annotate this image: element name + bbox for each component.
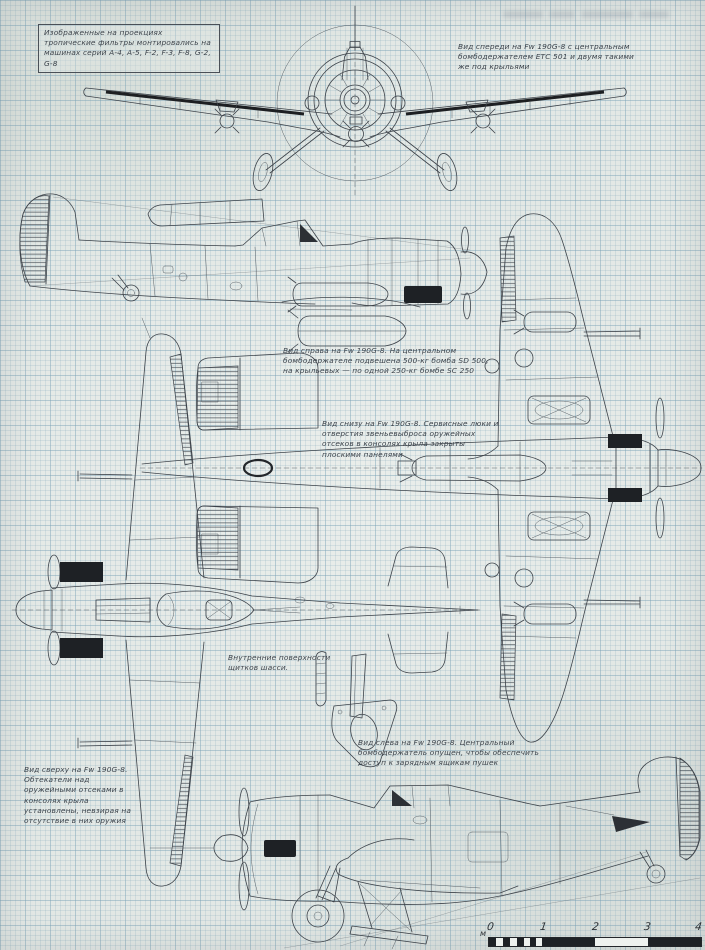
- note-front-view: Вид спереди на Fw 190G-8 с центральным б…: [458, 42, 635, 72]
- front-view-drawing: [84, 6, 627, 196]
- note-tropical-filters: Изображенные на проекциях тропические фи…: [38, 24, 220, 73]
- note-left-view: Вид слева на Fw 190G-8. Центральный бомб…: [358, 738, 540, 768]
- right-side-view-drawing: [20, 194, 487, 352]
- left-side-view-drawing: [150, 757, 700, 949]
- scale-bar: м 0 1 2 3 4: [478, 921, 704, 949]
- scale-tick-4: 4: [694, 921, 703, 933]
- scale-tick-3: 3: [643, 921, 652, 933]
- scale-unit-label: м: [480, 929, 487, 938]
- note-right-view: Вид справа на Fw 190G-8. На центральном …: [283, 346, 489, 376]
- note-top-view: Вид сверху на Fw 190G-8. Обтекатели над …: [24, 765, 132, 826]
- note-gear-doors: Внутренние поверхности щитков шасси.: [228, 653, 331, 673]
- note-bottom-view: Вид снизу на Fw 190G-8. Сервисные люки и…: [322, 419, 499, 459]
- bottom-view-drawing: [140, 214, 702, 742]
- scale-tick-1: 1: [539, 921, 548, 933]
- scale-tick-0: 0: [486, 921, 495, 933]
- scale-tick-2: 2: [591, 921, 600, 933]
- top-view-drawing: [12, 318, 480, 886]
- scale-bar-segments: [488, 937, 702, 947]
- faded-pencil-marking: [500, 3, 695, 20]
